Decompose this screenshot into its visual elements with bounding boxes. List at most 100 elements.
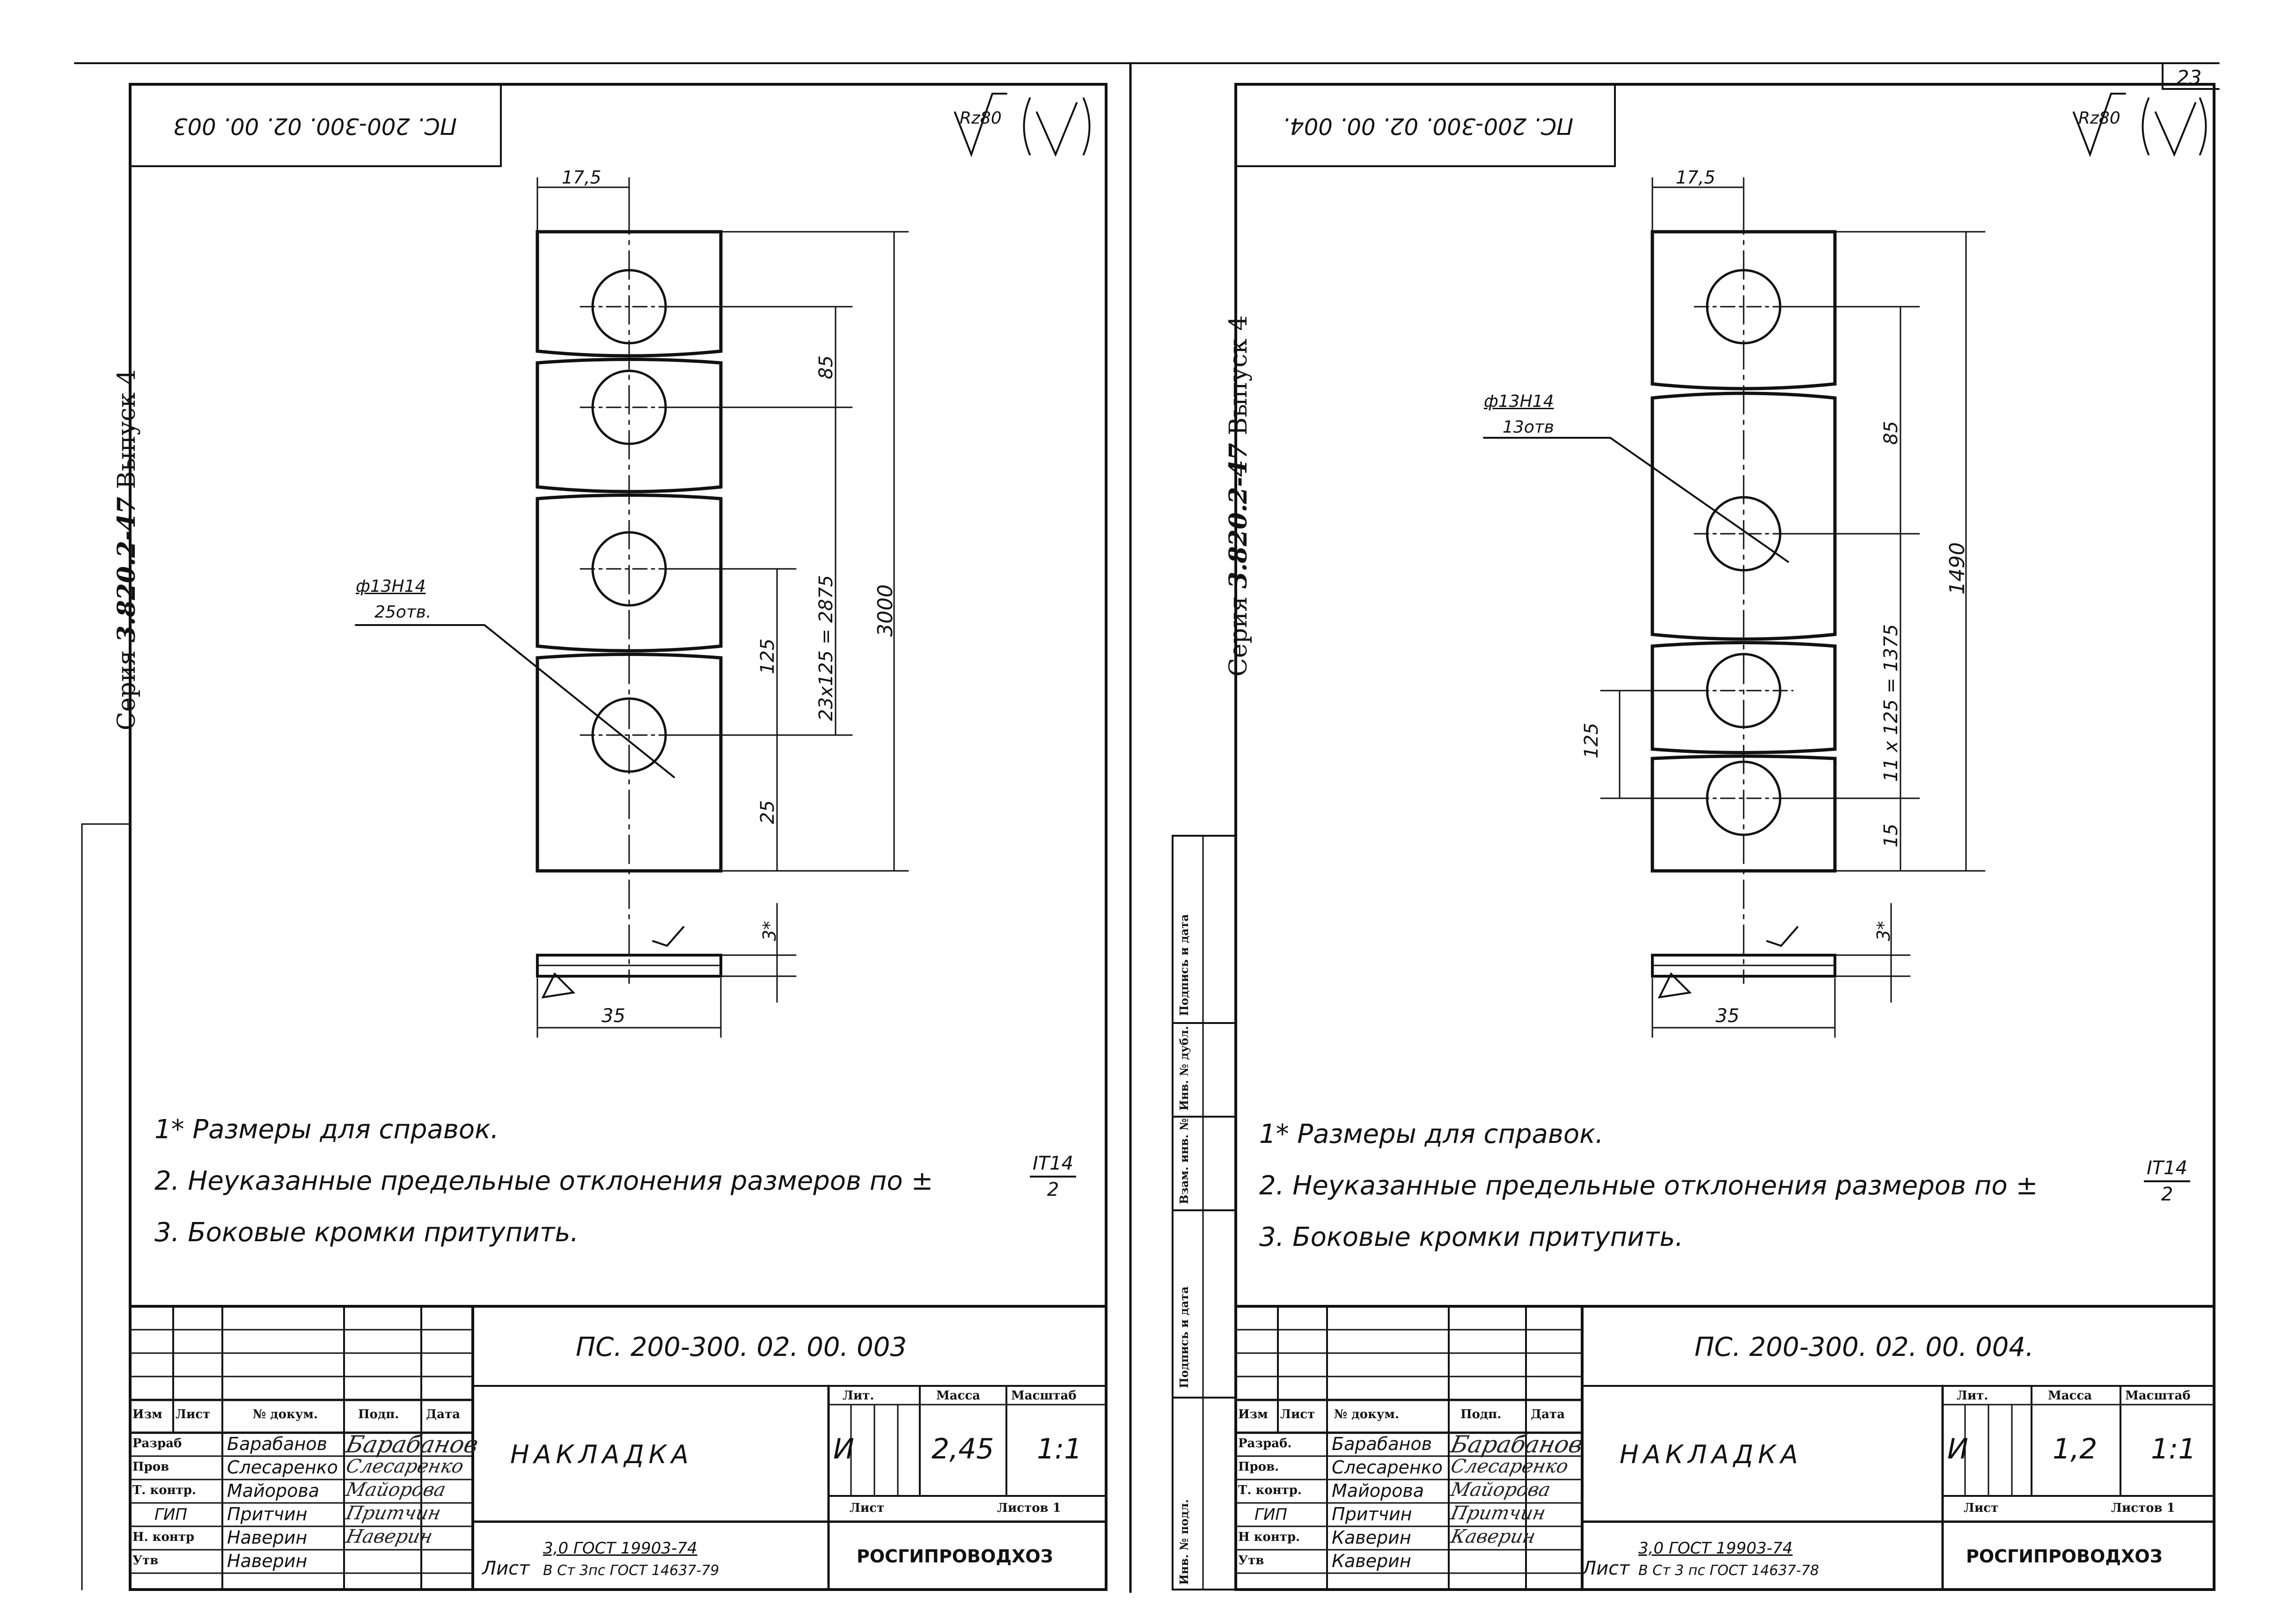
left-sheet-frame: [129, 83, 1108, 1591]
stamp-inv-dubl: Инв. № дубл.: [1177, 1026, 1191, 1111]
left-r4-role: ГИП: [154, 1505, 187, 1524]
left-r6-name: Наверин: [227, 1551, 308, 1571]
right-r6-role: Утв: [1238, 1553, 1264, 1568]
right-r4-name: Притчин: [1332, 1504, 1412, 1524]
left-r4-name: Притчин: [227, 1504, 308, 1524]
right-r2-role: Пров.: [1238, 1460, 1279, 1474]
series-word: Серия: [113, 650, 141, 730]
right-material-bottom: В Ст 3 пс ГОСТ 14637-78: [1638, 1562, 1819, 1579]
right-h-podp: Подп.: [1460, 1407, 1502, 1421]
right-title-block-code: ПС. 200-300. 02. 00. 004.: [1694, 1332, 2034, 1362]
right-scale-value: 1:1: [2151, 1433, 2196, 1465]
right-signature-2: Слесаренко: [1449, 1456, 1570, 1477]
right-r3-role: Т. контр.: [1238, 1483, 1302, 1497]
fraction-numerator: IT14: [2144, 1159, 2191, 1182]
right-dim-35: 35: [1716, 1005, 1739, 1027]
right-r3-name: Майорова: [1332, 1480, 1424, 1501]
stamp-podpis-data-top: Подпись и дата: [1177, 914, 1191, 1016]
right-signature-3: Майорова: [1449, 1479, 1553, 1501]
left-h-izm: Изм: [132, 1407, 162, 1421]
fraction-denominator: 2: [1047, 1179, 1059, 1200]
left-title-block-code: ПС. 200-300. 02. 00. 003: [576, 1332, 907, 1362]
left-mirrored-code: ПС. 200-300. 02. 00. 003: [173, 113, 457, 139]
left-signature-3: Майорова: [344, 1479, 448, 1501]
right-lit-value: И: [1947, 1433, 1968, 1465]
right-dim-1490: 1490: [1945, 542, 1969, 595]
left-r1-name: Барабанов: [227, 1434, 327, 1454]
right-r5-name: Каверин: [1332, 1527, 1411, 1548]
left-dim-85: 85: [815, 355, 837, 379]
right-note-2-fraction: IT14 2: [2144, 1159, 2191, 1205]
left-lit-value: И: [833, 1433, 854, 1465]
page-number: 23: [2177, 66, 2202, 89]
left-series-label: Серия 3.820.2-47 Выпуск 4: [112, 369, 141, 730]
left-r5-role: Н. контр: [132, 1530, 195, 1544]
right-note-2: 2. Неуказанные предельные отклонения раз…: [1259, 1171, 2038, 1201]
left-h-list: Лист: [176, 1407, 211, 1421]
right-roughness: Rz80: [2078, 109, 2120, 128]
right-hole-count: 13отв: [1503, 418, 1555, 437]
right-material-top: 3,0 ГОСТ 19903-74: [1638, 1539, 1793, 1558]
left-scale-header: Масштаб: [1011, 1389, 1077, 1403]
right-sheet-header: Лист: [1964, 1501, 1999, 1515]
left-dim-3: 3*: [759, 920, 780, 941]
right-mass-value: 1,2: [2053, 1433, 2098, 1465]
left-h-doc: № докум.: [253, 1407, 318, 1421]
right-series-label: Серия 3.820.2-47 Выпуск 4: [1224, 315, 1253, 677]
right-signature-4: Притчин: [1449, 1502, 1548, 1524]
left-scale-value: 1:1: [1037, 1433, 1082, 1465]
right-part-drawing: [1483, 177, 1986, 1038]
left-sheet-header: Лист: [850, 1501, 885, 1515]
left-note-2: 2. Неуказанные предельные отклонения раз…: [154, 1166, 933, 1196]
left-side-stamp: [81, 823, 131, 1590]
fraction-denominator: 2: [2161, 1184, 2173, 1205]
left-hole-diameter: ф13Н14: [356, 577, 426, 596]
left-material-prefix: Лист: [482, 1558, 530, 1579]
right-dim-3: 3*: [1873, 920, 1894, 941]
left-title-block-grid: [129, 1305, 1108, 1591]
right-mass-header: Масса: [2048, 1389, 2092, 1403]
left-dim-35: 35: [602, 1005, 625, 1027]
left-r2-role: Пров: [132, 1460, 169, 1474]
right-r1-role: Разраб.: [1238, 1436, 1292, 1450]
right-dim-15: 15: [1880, 824, 1902, 847]
right-signature-1: Барабанов: [1448, 1431, 1586, 1458]
right-r6-name: Каверин: [1332, 1551, 1411, 1571]
left-roughness: Rz80: [960, 109, 1002, 128]
right-dim-85: 85: [1880, 421, 1902, 445]
series-word: Серия: [1225, 596, 1253, 677]
right-mirrored-code: ПС. 200-300. 02. 00. 004.: [1283, 113, 1574, 139]
left-hole-count: 25отв.: [374, 603, 432, 622]
left-signature-1: Барабанов: [343, 1431, 481, 1458]
right-h-izm: Изм: [1238, 1407, 1268, 1421]
series-number: 3.820.2-47: [1224, 443, 1253, 589]
right-r1-name: Барабанов: [1332, 1434, 1432, 1454]
left-mass-header: Масса: [936, 1389, 981, 1403]
right-title-block-grid: [1234, 1305, 2215, 1591]
left-dim-3000: 3000: [873, 584, 897, 637]
stamp-inv-podl: Инв. № подл.: [1177, 1499, 1191, 1585]
left-signature-4: Притчин: [344, 1502, 443, 1524]
left-r3-role: Т. контр.: [132, 1483, 196, 1497]
left-note-2-fraction: IT14 2: [1030, 1154, 1077, 1200]
right-sheet-frame: [1234, 83, 2215, 1591]
left-dim-chain: 23х125 = 2875: [815, 575, 837, 721]
left-signature-2: Слесаренко: [344, 1456, 466, 1477]
stamp-vzam-inv: Взам. инв. №: [1177, 1118, 1191, 1204]
right-r4-role: ГИП: [1254, 1505, 1287, 1524]
issue-label: Выпуск 4: [113, 369, 141, 489]
series-number: 3.820.2-47: [112, 497, 141, 643]
left-dim-125: 125: [757, 638, 778, 674]
right-h-doc: № докум.: [1334, 1407, 1400, 1421]
right-part-title: НАКЛАДКА: [1620, 1440, 1803, 1469]
left-dim-17-5: 17,5: [562, 167, 602, 188]
left-sheets-header: Листов 1: [997, 1501, 1061, 1515]
right-side-stamp: [1172, 835, 1237, 1590]
left-r5-name: Наверин: [227, 1527, 308, 1548]
right-hole-diameter: ф13Н14: [1484, 392, 1554, 411]
right-dim-125: 125: [1581, 722, 1602, 758]
left-r1-role: Разраб: [132, 1436, 182, 1450]
left-material-bottom: В Ст 3пс ГОСТ 14637-79: [543, 1562, 719, 1579]
right-scale-header: Масштаб: [2125, 1389, 2191, 1403]
left-part-title: НАКЛАДКА: [510, 1440, 693, 1469]
